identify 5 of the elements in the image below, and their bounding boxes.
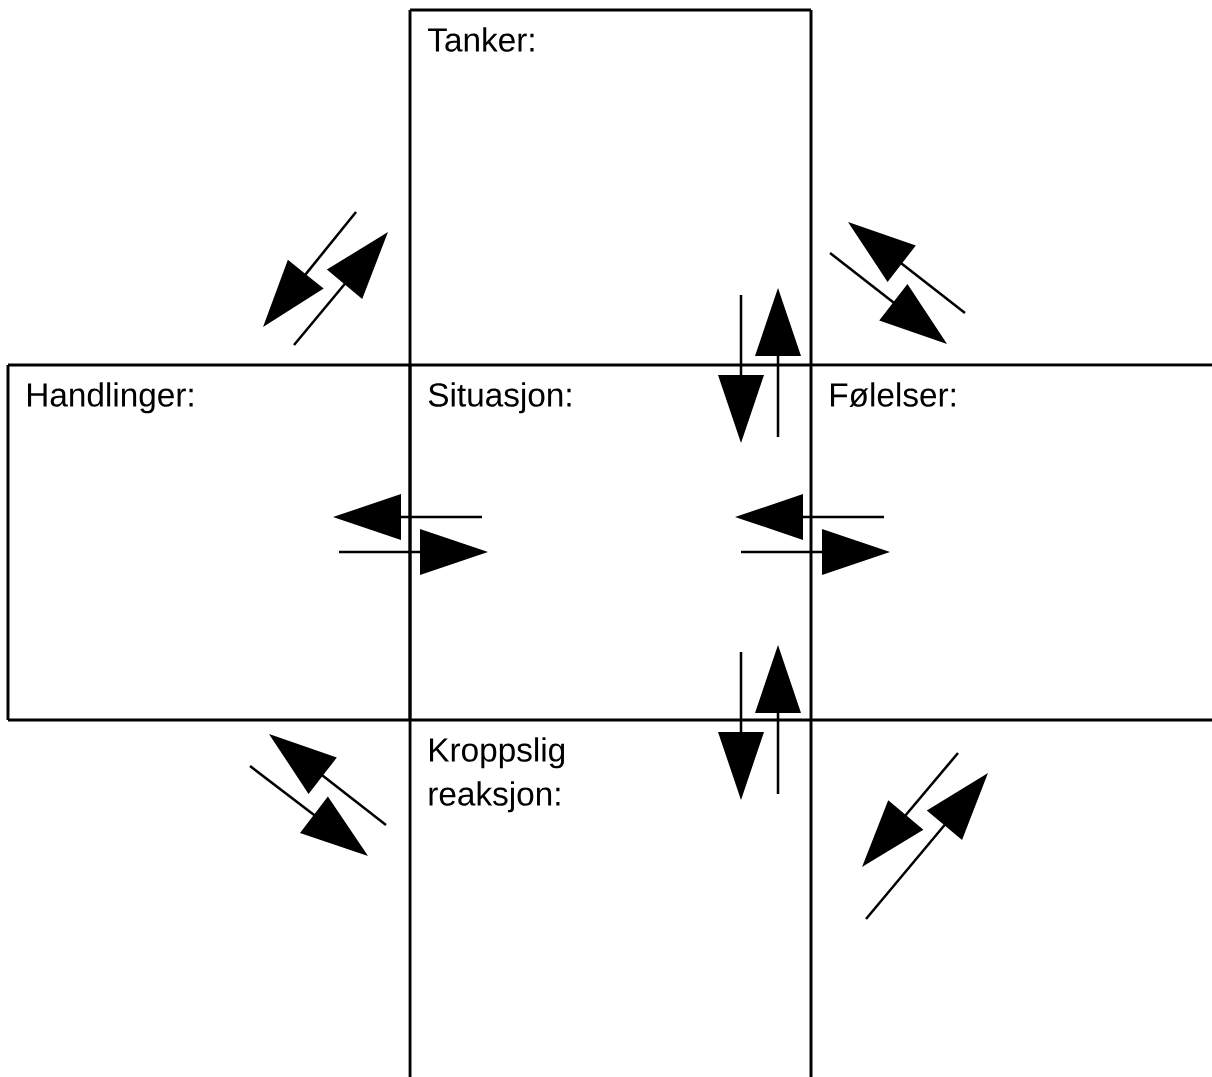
section-box: Tanker:: [408, 8, 813, 365]
section-box: Situasjon:: [408, 363, 813, 722]
section-box: Følelser:: [811, 363, 1212, 722]
section-box: Kroppslig reaksjon:: [408, 720, 813, 1077]
section-box: Handlinger:: [6, 363, 412, 722]
